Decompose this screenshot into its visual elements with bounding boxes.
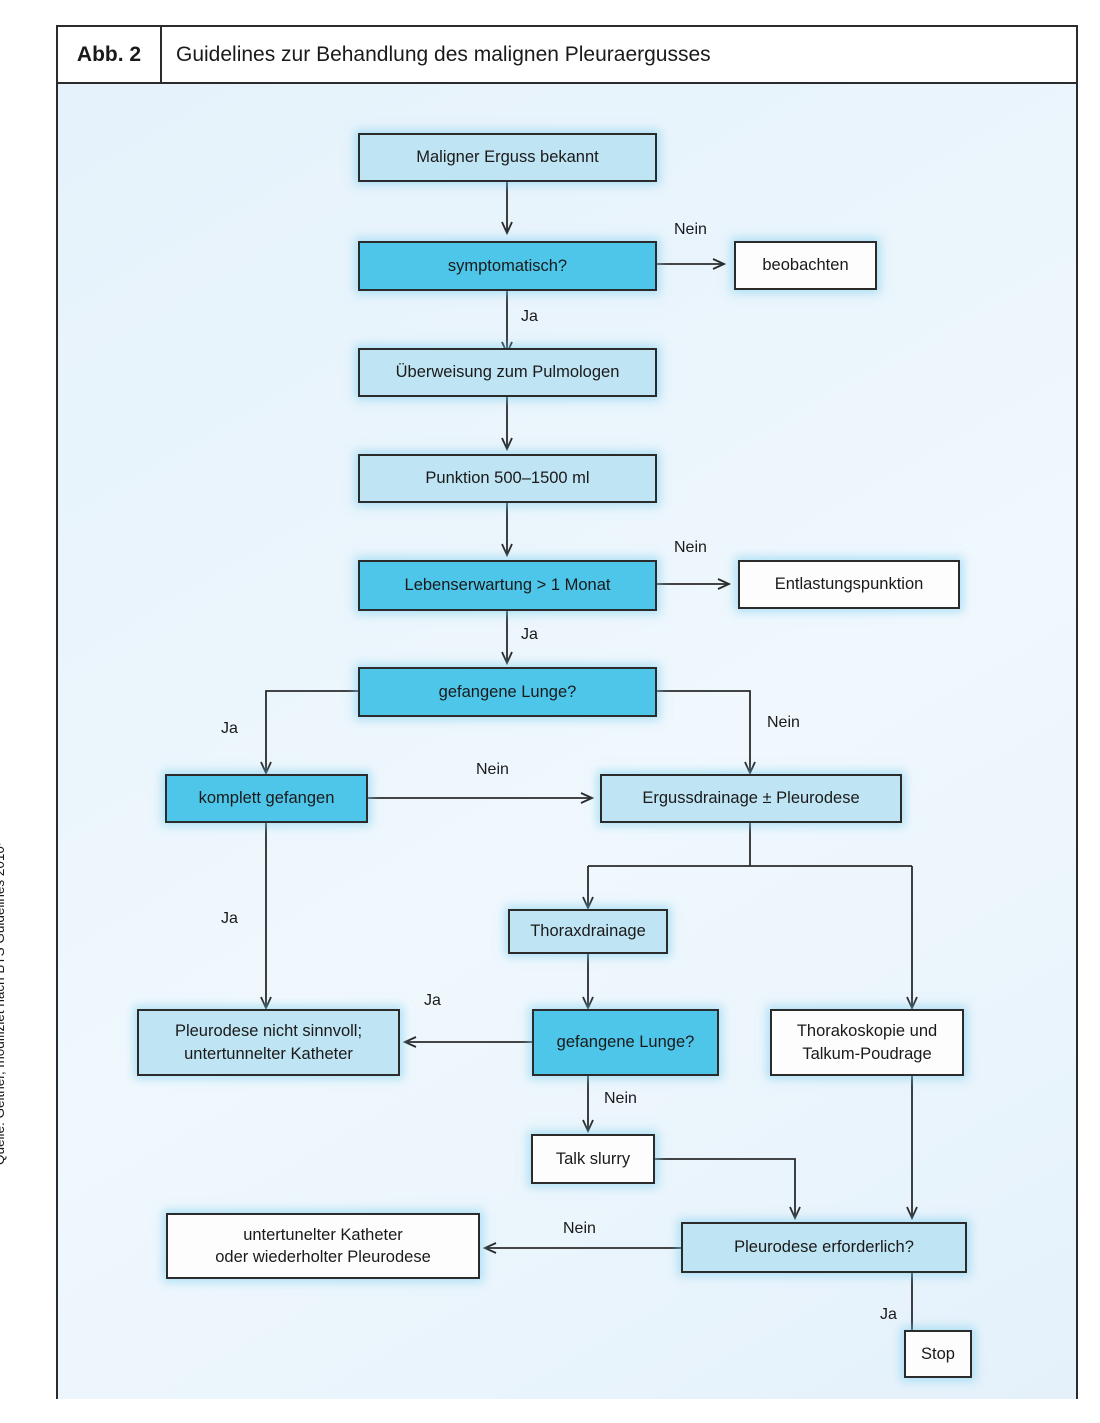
node-label: Ergussdrainage ± Pleurodese bbox=[642, 789, 860, 808]
node-label: Überweisung zum Pulmologen bbox=[395, 363, 620, 382]
edge-label-n8-ja: Ja bbox=[221, 720, 238, 737]
edge-label-n6-ja: Ja bbox=[521, 626, 538, 643]
edge-label-n2-ja: Ja bbox=[521, 308, 538, 325]
node-pleurodese-erforderlich[interactable]: Pleurodese erforderlich? bbox=[681, 1222, 967, 1273]
node-label-line-1: untertunelter Katheter bbox=[243, 1225, 403, 1244]
node-label-line-2: Talkum-Poudrage bbox=[802, 1044, 932, 1063]
node-label: komplett gefangen bbox=[198, 789, 335, 808]
node-punktion-500-1500-ml[interactable]: Punktion 500–1500 ml bbox=[358, 454, 657, 503]
figure-title: Guidelines zur Behandlung des malignen P… bbox=[176, 42, 711, 66]
edge-n8-n10 bbox=[657, 690, 750, 772]
node-label-line-1: Pleurodese nicht sinnvoll; bbox=[174, 1022, 363, 1041]
edge-label-n17-ja: Ja bbox=[880, 1306, 897, 1323]
node-label: Pleurodese erforderlich? bbox=[734, 1238, 914, 1257]
node-label: gefangene Lunge? bbox=[438, 682, 577, 701]
node-komplett-gefangen[interactable]: komplett gefangen bbox=[165, 774, 368, 823]
figure-number: Abb. 2 bbox=[58, 27, 162, 82]
node-pleurodese-nicht-sinnvoll[interactable]: Pleurodese nicht sinnvoll; untertunnelte… bbox=[137, 1009, 400, 1076]
node-label: gefangene Lunge? bbox=[556, 1033, 695, 1052]
source-credit: Quelle: Geltner, modifiziet nach BTS Gui… bbox=[0, 841, 7, 1165]
node-label: Thoraxdrainage bbox=[530, 922, 646, 941]
node-ergussdrainage-pleurodese[interactable]: Ergussdrainage ± Pleurodese bbox=[600, 774, 902, 823]
flowchart-canvas: Maligner Erguss bekannt symptomatisch? b… bbox=[58, 84, 1076, 1399]
edge-n8-n9 bbox=[266, 690, 358, 772]
edge-label-n6-nein: Nein bbox=[674, 539, 707, 556]
node-beobachten[interactable]: beobachten bbox=[734, 241, 877, 290]
node-maligner-erguss-bekannt[interactable]: Maligner Erguss bekannt bbox=[358, 133, 657, 182]
edge-n15-n17 bbox=[655, 1158, 795, 1217]
node-symptomatisch[interactable]: symptomatisch? bbox=[358, 241, 657, 291]
node-label-line-2: oder wiederholter Pleurodese bbox=[215, 1248, 431, 1266]
node-label: Talk slurry bbox=[555, 1149, 631, 1168]
node-ueberweisung-zum-pulmologen[interactable]: Überweisung zum Pulmologen bbox=[358, 348, 657, 397]
node-label: beobachten bbox=[762, 256, 849, 275]
node-gefangene-lunge-2[interactable]: gefangene Lunge? bbox=[532, 1009, 719, 1076]
node-label: symptomatisch? bbox=[447, 256, 568, 275]
node-label: Entlastungspunktion bbox=[774, 575, 924, 594]
node-gefangene-lunge-1[interactable]: gefangene Lunge? bbox=[358, 667, 657, 717]
node-stop[interactable]: Stop bbox=[904, 1330, 972, 1378]
node-lebenserwartung-1-monat[interactable]: Lebenserwartung > 1 Monat bbox=[358, 560, 657, 611]
node-label: Maligner Erguss bekannt bbox=[416, 148, 599, 167]
edge-label-n2-nein: Nein bbox=[674, 221, 707, 238]
node-thoraxdrainage[interactable]: Thoraxdrainage bbox=[508, 909, 668, 954]
node-label: Punktion 500–1500 ml bbox=[425, 469, 590, 488]
edge-label-n13-ja: Ja bbox=[424, 992, 441, 1009]
node-label-line-2: untertunnelter Katheter bbox=[184, 1044, 353, 1063]
figure-frame: Abb. 2 Guidelines zur Behandlung des mal… bbox=[56, 25, 1078, 1399]
edge-label-n17-nein: Nein bbox=[563, 1220, 596, 1237]
edge-label-n8-nein: Nein bbox=[767, 714, 800, 731]
node-label: Stop bbox=[921, 1344, 955, 1363]
node-label-line-1: Thorakoskopie und bbox=[796, 1022, 938, 1041]
node-label: Lebenserwartung > 1 Monat bbox=[404, 576, 611, 595]
edge-label-n9-ja: Ja bbox=[221, 910, 238, 927]
node-thorakoskopie-talkum-poudrage[interactable]: Thorakoskopie und Talkum-Poudrage bbox=[770, 1009, 964, 1076]
edge-label-n13-nein: Nein bbox=[604, 1090, 637, 1107]
edge-label-n9-nein: Nein bbox=[476, 761, 509, 778]
node-talk-slurry[interactable]: Talk slurry bbox=[531, 1134, 655, 1184]
figure-caption-bar: Abb. 2 Guidelines zur Behandlung des mal… bbox=[58, 27, 1076, 84]
node-entlastungspunktion[interactable]: Entlastungspunktion bbox=[738, 560, 960, 609]
node-untertunelter-katheter[interactable]: untertunelter Katheter oder wiederholter… bbox=[166, 1213, 480, 1279]
